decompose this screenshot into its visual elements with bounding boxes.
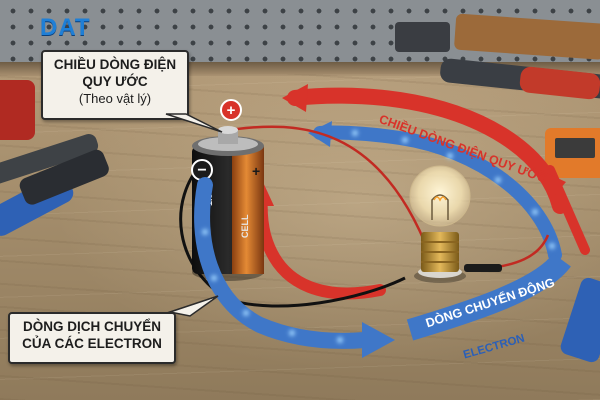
conventional-callout-pointer: [165, 113, 223, 133]
brand-logo: DAT: [40, 14, 91, 41]
electron-movement-callout: DÒNG DỊCH CHUYỂN CỦA CÁC ELECTRON: [8, 312, 176, 364]
electron-callout-pointer: [167, 295, 219, 317]
battery-brand: CELL: [240, 214, 250, 238]
conventional-callout-line3: (Theo vật lý): [78, 91, 152, 106]
electron-callout-line2: CỦA CÁC ELECTRON: [22, 336, 162, 351]
conventional-callout-line1: CHIỀU DÒNG ĐIỆN: [53, 57, 177, 72]
electron-flow-arrow-top: [313, 125, 562, 262]
electron-flow-arrow-right: [406, 252, 571, 341]
minus-icon: −: [197, 162, 206, 179]
positive-terminal-badge: +: [220, 99, 242, 121]
red-wire: [229, 125, 432, 256]
plus-icon: +: [227, 102, 236, 119]
battery-plus-sign: +: [252, 163, 260, 179]
conventional-current-arrow: [287, 87, 568, 214]
light-bulb: [409, 165, 502, 283]
conventional-callout-line2: QUY ƯỚC: [82, 74, 148, 89]
electron-arrowhead-bottom: [362, 322, 395, 358]
conventional-current-callout: CHIỀU DÒNG ĐIỆN QUY ƯỚC (Theo vật lý): [41, 50, 189, 120]
tools-background: [0, 13, 600, 363]
electron-callout-line1: DÒNG DỊCH CHUYỂN: [22, 319, 161, 334]
conventional-arrowhead: [282, 84, 308, 112]
